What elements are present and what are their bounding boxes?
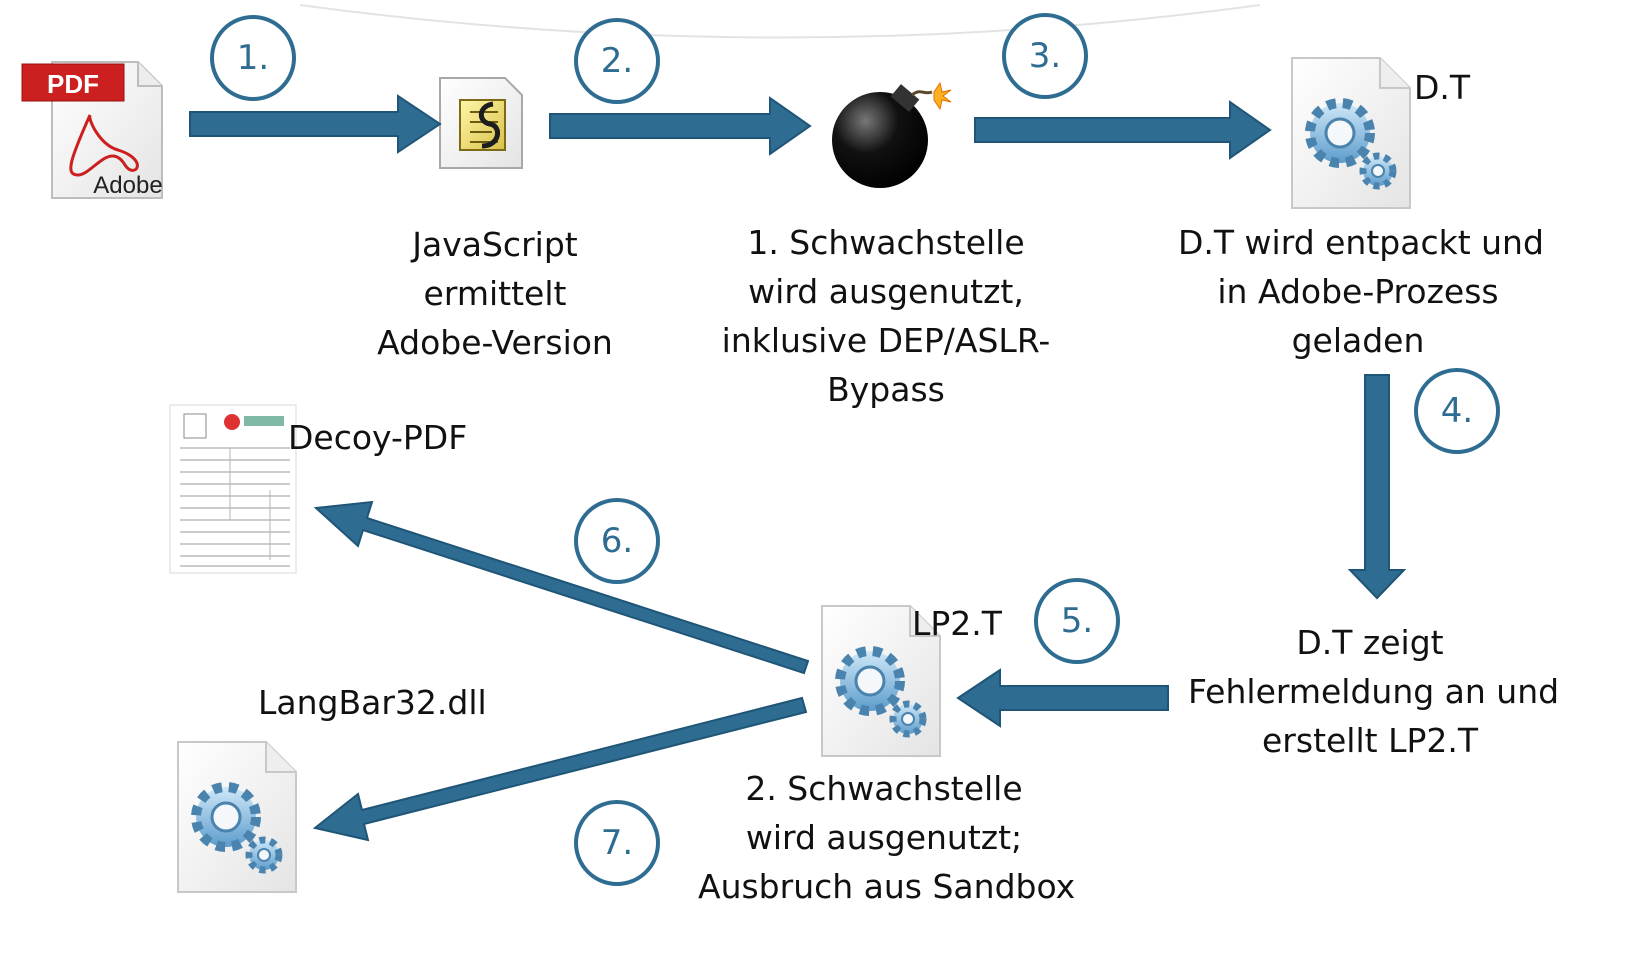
- step-6-circle: 6.: [574, 498, 660, 584]
- vuln2-label: 2. Schwachstelle wird ausgenutzt; Ausbru…: [698, 764, 1076, 911]
- dt-file-label: D.T: [1414, 68, 1471, 107]
- vuln1-label-line-1: 1. Schwachstelle: [747, 223, 1025, 262]
- arrow-7: [312, 696, 808, 842]
- step-1-circle: 1.: [210, 15, 296, 101]
- pdf-file-icon: [21, 61, 163, 199]
- dt-error-label-line-1: D.T zeigt: [1296, 623, 1444, 662]
- pdf-badge-text: PDF: [47, 69, 99, 99]
- javascript-label-line-1: JavaScript: [412, 225, 578, 264]
- pdf-brand-text: Adobe: [93, 172, 162, 199]
- langbar-dll-label: LangBar32.dll: [258, 683, 487, 722]
- arrow-4: [1347, 374, 1407, 600]
- dt-unpack-label-line-3: geladen: [1291, 321, 1425, 360]
- vuln1-label: 1. Schwachstelle wird ausgenutzt, inklus…: [706, 218, 1066, 414]
- dt-error-label-line-3: erstellt LP2.T: [1262, 721, 1478, 760]
- step-3-circle: 3.: [1002, 13, 1088, 99]
- javascript-script-icon: [439, 77, 523, 169]
- dt-unpack-label-line-1: D.T wird entpackt und: [1178, 223, 1544, 262]
- background-arc: [299, 4, 1261, 39]
- lp2-file-label: LP2.T: [912, 604, 1002, 643]
- dt-error-label-line-2: Fehlermeldung an und: [1188, 672, 1560, 711]
- dt-gear-file-icon: [1292, 58, 1410, 208]
- arrow-1: [189, 94, 442, 154]
- vuln1-label-line-3: inklusive DEP/ASLR-: [721, 321, 1051, 360]
- vuln2-label-line-3: Ausbruch aus Sandbox: [698, 867, 1076, 906]
- dt-error-label: D.T zeigt Fehlermeldung an und erstellt …: [1188, 618, 1560, 765]
- vuln2-label-line-2: wird ausgenutzt;: [745, 818, 1023, 857]
- arrow-5: [956, 668, 1169, 728]
- vuln1-label-line-2: wird ausgenutzt,: [748, 272, 1024, 311]
- step-5-circle: 5.: [1034, 578, 1120, 664]
- dt-unpack-label-line-2: in Adobe-Prozess: [1217, 272, 1499, 311]
- javascript-label: JavaScript ermittelt Adobe-Version: [345, 220, 645, 367]
- javascript-label-line-3: Adobe-Version: [377, 323, 613, 362]
- javascript-label-line-2: ermittelt: [423, 274, 567, 313]
- vuln1-label-line-4: Bypass: [827, 370, 945, 409]
- langbar-gear-file-icon: [178, 742, 296, 892]
- step-7-circle: 7.: [574, 800, 660, 886]
- arrow-6: [313, 500, 810, 675]
- bomb-icon: [832, 81, 952, 188]
- step-4-circle: 4.: [1414, 368, 1500, 454]
- arrow-3: [974, 100, 1272, 160]
- step-2-circle: 2.: [574, 18, 660, 104]
- decoy-pdf-label: Decoy-PDF: [288, 418, 468, 457]
- dt-unpack-label: D.T wird entpackt und in Adobe-Prozess g…: [1178, 218, 1544, 365]
- vuln2-label-line-1: 2. Schwachstelle: [745, 769, 1023, 808]
- arrow-2: [549, 96, 812, 156]
- decoy-document-icon: [169, 404, 297, 574]
